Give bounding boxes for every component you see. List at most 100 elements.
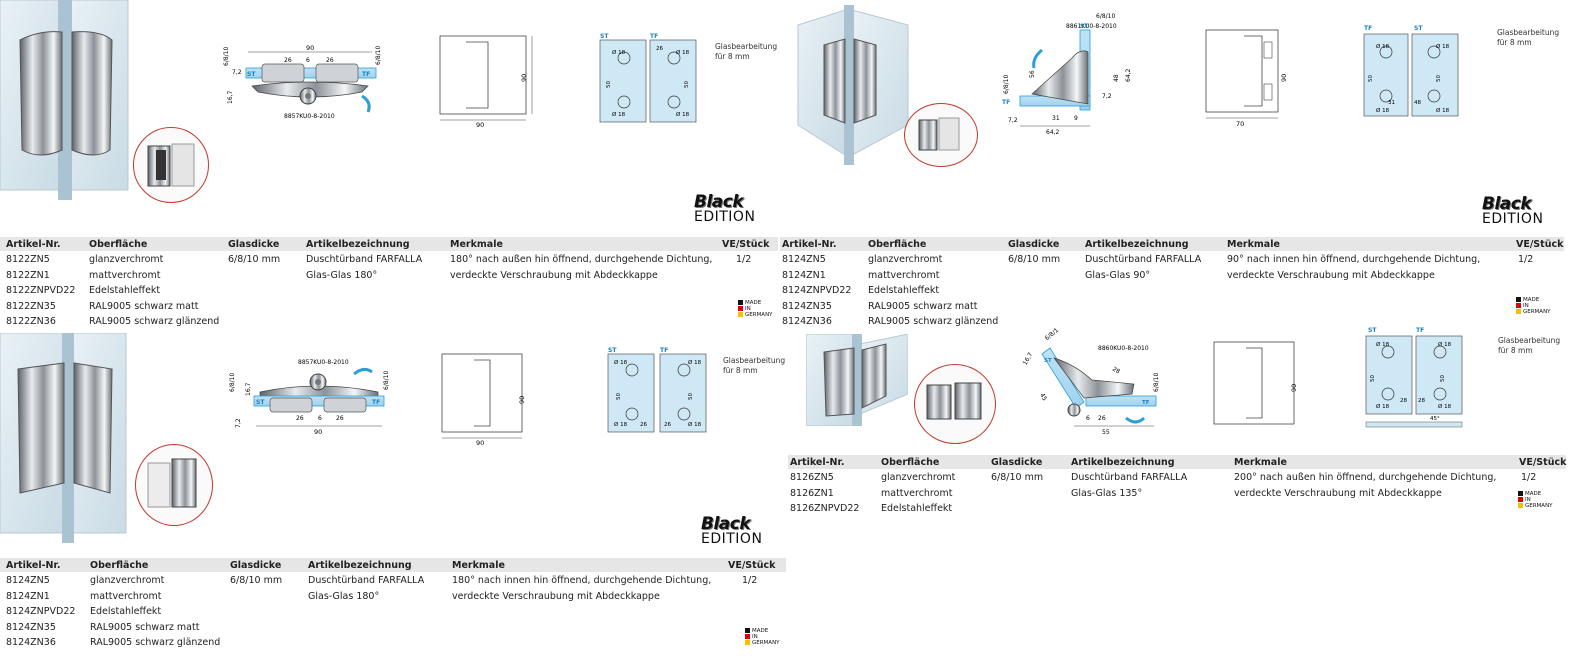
svg-text:90: 90 bbox=[518, 396, 526, 404]
made-in-germany-8122: MADE IN GERMANY bbox=[738, 300, 773, 318]
svg-text:TF: TF bbox=[362, 71, 370, 78]
svg-text:ST: ST bbox=[1368, 327, 1377, 334]
svg-text:55: 55 bbox=[1102, 429, 1110, 436]
detail-circle-8124-90 bbox=[904, 103, 978, 167]
svg-text:16,7: 16,7 bbox=[227, 90, 234, 104]
svg-text:6/8/10: 6/8/10 bbox=[383, 371, 390, 390]
svg-text:6/8/1: 6/8/1 bbox=[1044, 327, 1061, 342]
svg-text:TF: TF bbox=[1142, 400, 1150, 406]
svg-text:6: 6 bbox=[1086, 415, 1090, 422]
svg-text:ST: ST bbox=[256, 399, 265, 406]
svg-text:50: 50 bbox=[1368, 75, 1374, 82]
svg-text:Ø 18: Ø 18 bbox=[1436, 43, 1450, 50]
svg-text:8860KU0-8-2010: 8860KU0-8-2010 bbox=[1098, 345, 1149, 352]
svg-text:Ø 18: Ø 18 bbox=[688, 421, 702, 428]
svg-text:Ø 18: Ø 18 bbox=[1376, 107, 1390, 114]
svg-text:56: 56 bbox=[1029, 70, 1036, 78]
hinge-photo-8124-90 bbox=[790, 5, 910, 165]
front-view-drawing-8126: 90 bbox=[1213, 341, 1298, 425]
glass-template-8124-180: ST TF Ø 18 Ø 18 Ø 18 Ø 18 50 50 26 26 bbox=[607, 347, 707, 433]
glass-template-8126: ST TF Ø 18 Ø 18 Ø 18 Ø 18 50 50 28 28 45… bbox=[1365, 327, 1463, 428]
svg-text:50: 50 bbox=[1436, 75, 1442, 82]
svg-text:50: 50 bbox=[606, 81, 612, 88]
glass-template-8124-90: TF ST Ø 18 Ø 18 Ø 18 Ø 18 50 50 31 48 bbox=[1363, 25, 1459, 117]
svg-text:26: 26 bbox=[336, 415, 344, 422]
svg-text:Ø 18: Ø 18 bbox=[1438, 403, 1452, 410]
svg-text:64,2: 64,2 bbox=[1046, 129, 1060, 136]
svg-text:50: 50 bbox=[1440, 375, 1446, 382]
svg-text:6/8/10: 6/8/10 bbox=[1096, 13, 1115, 20]
svg-text:50: 50 bbox=[684, 81, 690, 88]
hinge-photo-8124-180 bbox=[0, 332, 128, 543]
svg-text:6/8/10: 6/8/10 bbox=[1003, 75, 1010, 94]
svg-text:8861KU0-8-2010: 8861KU0-8-2010 bbox=[1066, 23, 1117, 30]
svg-text:48: 48 bbox=[1113, 74, 1120, 82]
svg-text:TF: TF bbox=[660, 347, 668, 354]
svg-text:Ø 18: Ø 18 bbox=[688, 359, 702, 366]
svg-text:Ø 18: Ø 18 bbox=[614, 359, 628, 366]
svg-text:28: 28 bbox=[1111, 366, 1121, 376]
svg-text:28: 28 bbox=[1418, 398, 1425, 404]
svg-text:90: 90 bbox=[1280, 74, 1288, 82]
svg-text:Ø 18: Ø 18 bbox=[1438, 341, 1452, 348]
hinge-photo-8122 bbox=[0, 0, 130, 200]
svg-text:ST: ST bbox=[1414, 25, 1423, 32]
svg-text:Ø 18: Ø 18 bbox=[612, 49, 626, 56]
svg-text:90: 90 bbox=[1290, 384, 1298, 392]
svg-text:48: 48 bbox=[1414, 100, 1421, 106]
svg-text:ST: ST bbox=[600, 33, 609, 40]
made-in-germany-8124-90: MADE IN GERMANY bbox=[1516, 297, 1551, 315]
svg-text:26: 26 bbox=[296, 415, 304, 422]
svg-text:6/8/10: 6/8/10 bbox=[229, 373, 236, 392]
svg-text:TF: TF bbox=[650, 33, 658, 40]
svg-text:ST: ST bbox=[247, 71, 256, 78]
svg-text:16,7: 16,7 bbox=[245, 382, 252, 396]
svg-text:90: 90 bbox=[476, 121, 484, 129]
svg-text:16,7: 16,7 bbox=[1022, 351, 1035, 366]
svg-text:50: 50 bbox=[688, 393, 694, 400]
svg-text:90: 90 bbox=[520, 74, 528, 82]
svg-text:TF: TF bbox=[372, 399, 380, 406]
made-in-germany-8124-180: MADE IN GERMANY bbox=[745, 628, 780, 646]
svg-text:Ø 18: Ø 18 bbox=[1436, 107, 1450, 114]
top-view-drawing-8126: 6/8/1 16,7 8860KU0-8-2010 ST TF 28 6/8/1… bbox=[1022, 327, 1160, 436]
svg-text:31: 31 bbox=[1052, 115, 1060, 122]
svg-text:Ø 18: Ø 18 bbox=[676, 49, 690, 56]
svg-text:ST: ST bbox=[1080, 23, 1089, 30]
svg-text:TF: TF bbox=[1364, 25, 1372, 32]
svg-text:6/8/10: 6/8/10 bbox=[223, 47, 230, 66]
svg-text:Ø 18: Ø 18 bbox=[1376, 403, 1390, 410]
svg-text:Ø 18: Ø 18 bbox=[612, 111, 626, 118]
svg-text:70: 70 bbox=[1236, 120, 1244, 128]
svg-text:ST: ST bbox=[608, 347, 617, 354]
svg-text:6: 6 bbox=[318, 415, 322, 422]
svg-text:26: 26 bbox=[284, 57, 292, 64]
svg-text:9: 9 bbox=[1074, 115, 1078, 122]
detail-circle-8126 bbox=[914, 364, 996, 444]
svg-text:26: 26 bbox=[326, 57, 334, 64]
top-view-drawing-8124-180: 8857KU0-8-2010 6/8/10 16,7 ST TF 6/8/10 … bbox=[229, 359, 390, 436]
svg-text:45: 45 bbox=[1038, 392, 1048, 402]
svg-text:8857KU0-8-2010: 8857KU0-8-2010 bbox=[298, 359, 349, 366]
svg-text:ST: ST bbox=[1044, 358, 1052, 364]
svg-text:7,2: 7,2 bbox=[235, 418, 242, 428]
svg-text:26: 26 bbox=[640, 422, 647, 428]
svg-text:6: 6 bbox=[306, 57, 310, 64]
svg-text:Ø 18: Ø 18 bbox=[1376, 341, 1390, 348]
front-view-drawing-8122: 90 90 bbox=[439, 35, 533, 129]
svg-text:7,2: 7,2 bbox=[1102, 93, 1112, 100]
svg-text:Ø 18: Ø 18 bbox=[1376, 43, 1390, 50]
svg-text:64,2: 64,2 bbox=[1125, 68, 1132, 82]
svg-text:6/8/10: 6/8/10 bbox=[1153, 373, 1160, 392]
svg-text:TF: TF bbox=[1002, 99, 1010, 106]
glass-template-8122: ST TF Ø 18 Ø 18 Ø 18 Ø 18 50 50 26 bbox=[599, 33, 697, 123]
svg-text:90: 90 bbox=[314, 428, 322, 436]
